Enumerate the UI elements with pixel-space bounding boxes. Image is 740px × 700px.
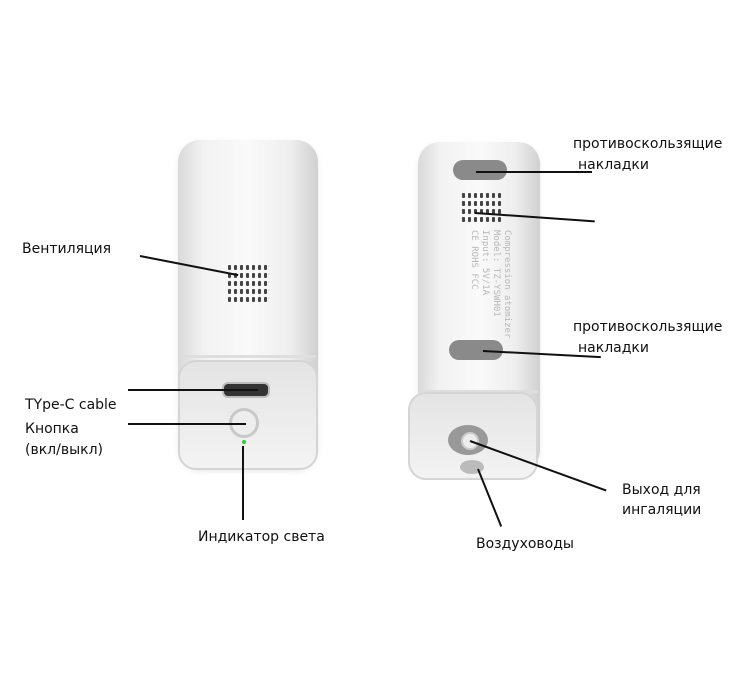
leader-indicator (242, 446, 244, 520)
label-pads-bottom-line2: накладки (578, 340, 649, 356)
leader-type-c (128, 389, 258, 391)
engraving-text: Compression atomizer Model: TZ-YSWH01 In… (469, 230, 512, 339)
label-type-c: TYpe-C cable (25, 397, 117, 413)
anti-slip-pad-bottom (449, 340, 503, 360)
indicator-led (242, 440, 246, 444)
right-ventilation-grill (462, 193, 501, 222)
label-pads-bottom-line1: противоскользящие (573, 319, 723, 335)
label-outlet-line1: Выход для (622, 482, 701, 498)
label-pads-top-line2: накладки (578, 157, 649, 173)
label-pads-top-line1: противоскользящие (573, 136, 723, 152)
label-outlet-line2: ингаляции (622, 502, 702, 518)
right-device-seam (420, 390, 538, 393)
label-button-line2: (вкл/выкл) (25, 442, 104, 458)
label-indicator: Индикатор света (198, 529, 325, 545)
left-ventilation-grill (228, 265, 267, 302)
label-ventilation: Вентиляция (22, 241, 112, 257)
leader-button (128, 423, 246, 425)
label-button-line1: Кнопка (25, 421, 79, 437)
anti-slip-pad-top (453, 160, 507, 180)
leader-pads-top (476, 171, 592, 173)
left-device-seam (180, 355, 316, 358)
label-air-ducts: Воздуховоды (476, 536, 574, 552)
